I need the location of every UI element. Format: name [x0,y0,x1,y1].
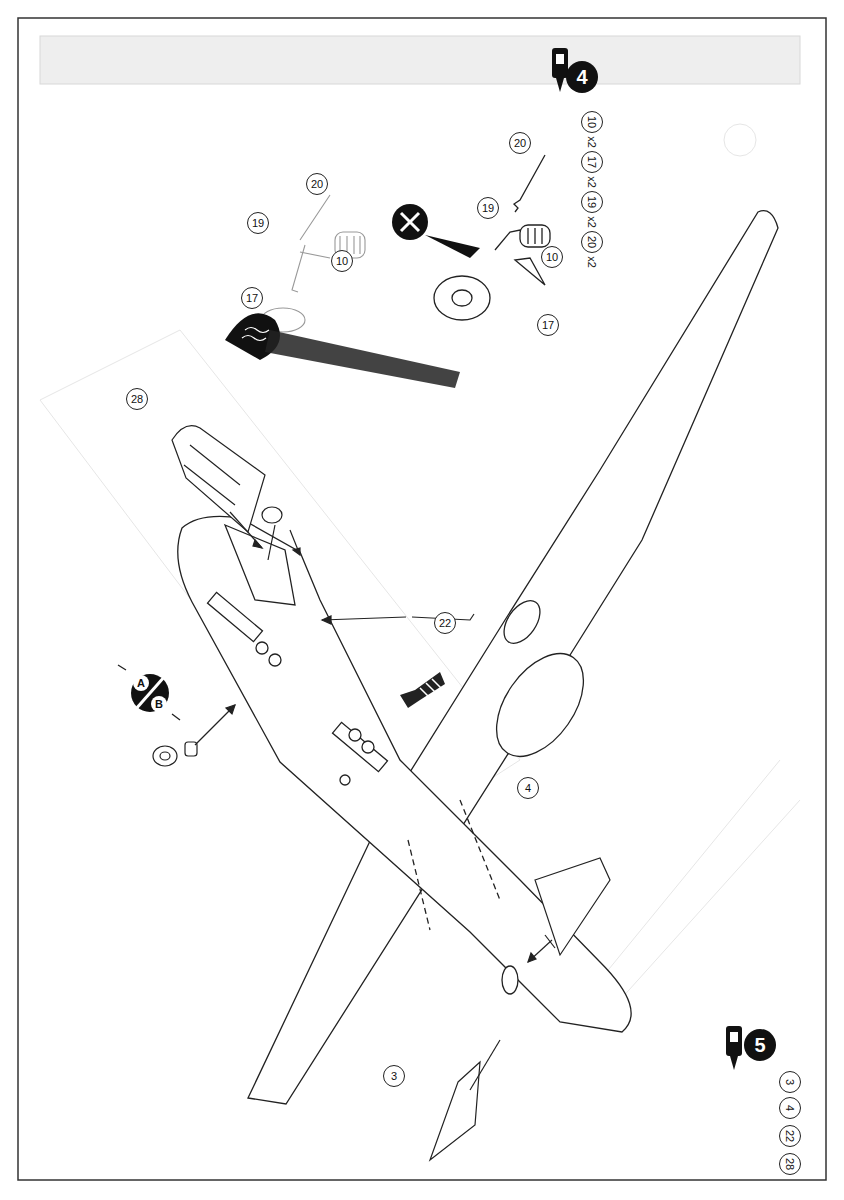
step-number: 4 [566,61,598,93]
callout-number: 20 [509,132,531,154]
part-number: 20 [581,231,603,253]
part-number: 4 [779,1097,801,1119]
callout-number: 19 [247,212,269,234]
quantity: x2 [586,136,598,148]
quantity: x2 [586,216,598,228]
callout-number: 4 [517,777,539,799]
part-number: 10 [581,111,603,133]
part-number: 28 [779,1153,801,1175]
callout-number: 17 [537,314,559,336]
callout-number: 28 [126,388,148,410]
callout-number: 10 [331,250,353,272]
callout-number: 20 [306,173,328,195]
part-number: 22 [779,1125,801,1147]
callout-number: 22 [434,612,456,634]
quantity: x2 [586,176,598,188]
option-letter: B [151,696,167,712]
option-letter: A [133,675,149,691]
part-number: 17 [581,151,603,173]
quantity: x2 [586,256,598,268]
callout-number: 10 [541,246,563,268]
step-number: 5 [744,1029,776,1061]
callout-number: 19 [477,197,499,219]
part-number: 3 [779,1071,801,1093]
callout-number: 3 [383,1065,405,1087]
callout-number: 17 [241,287,263,309]
part-number: 19 [581,191,603,213]
